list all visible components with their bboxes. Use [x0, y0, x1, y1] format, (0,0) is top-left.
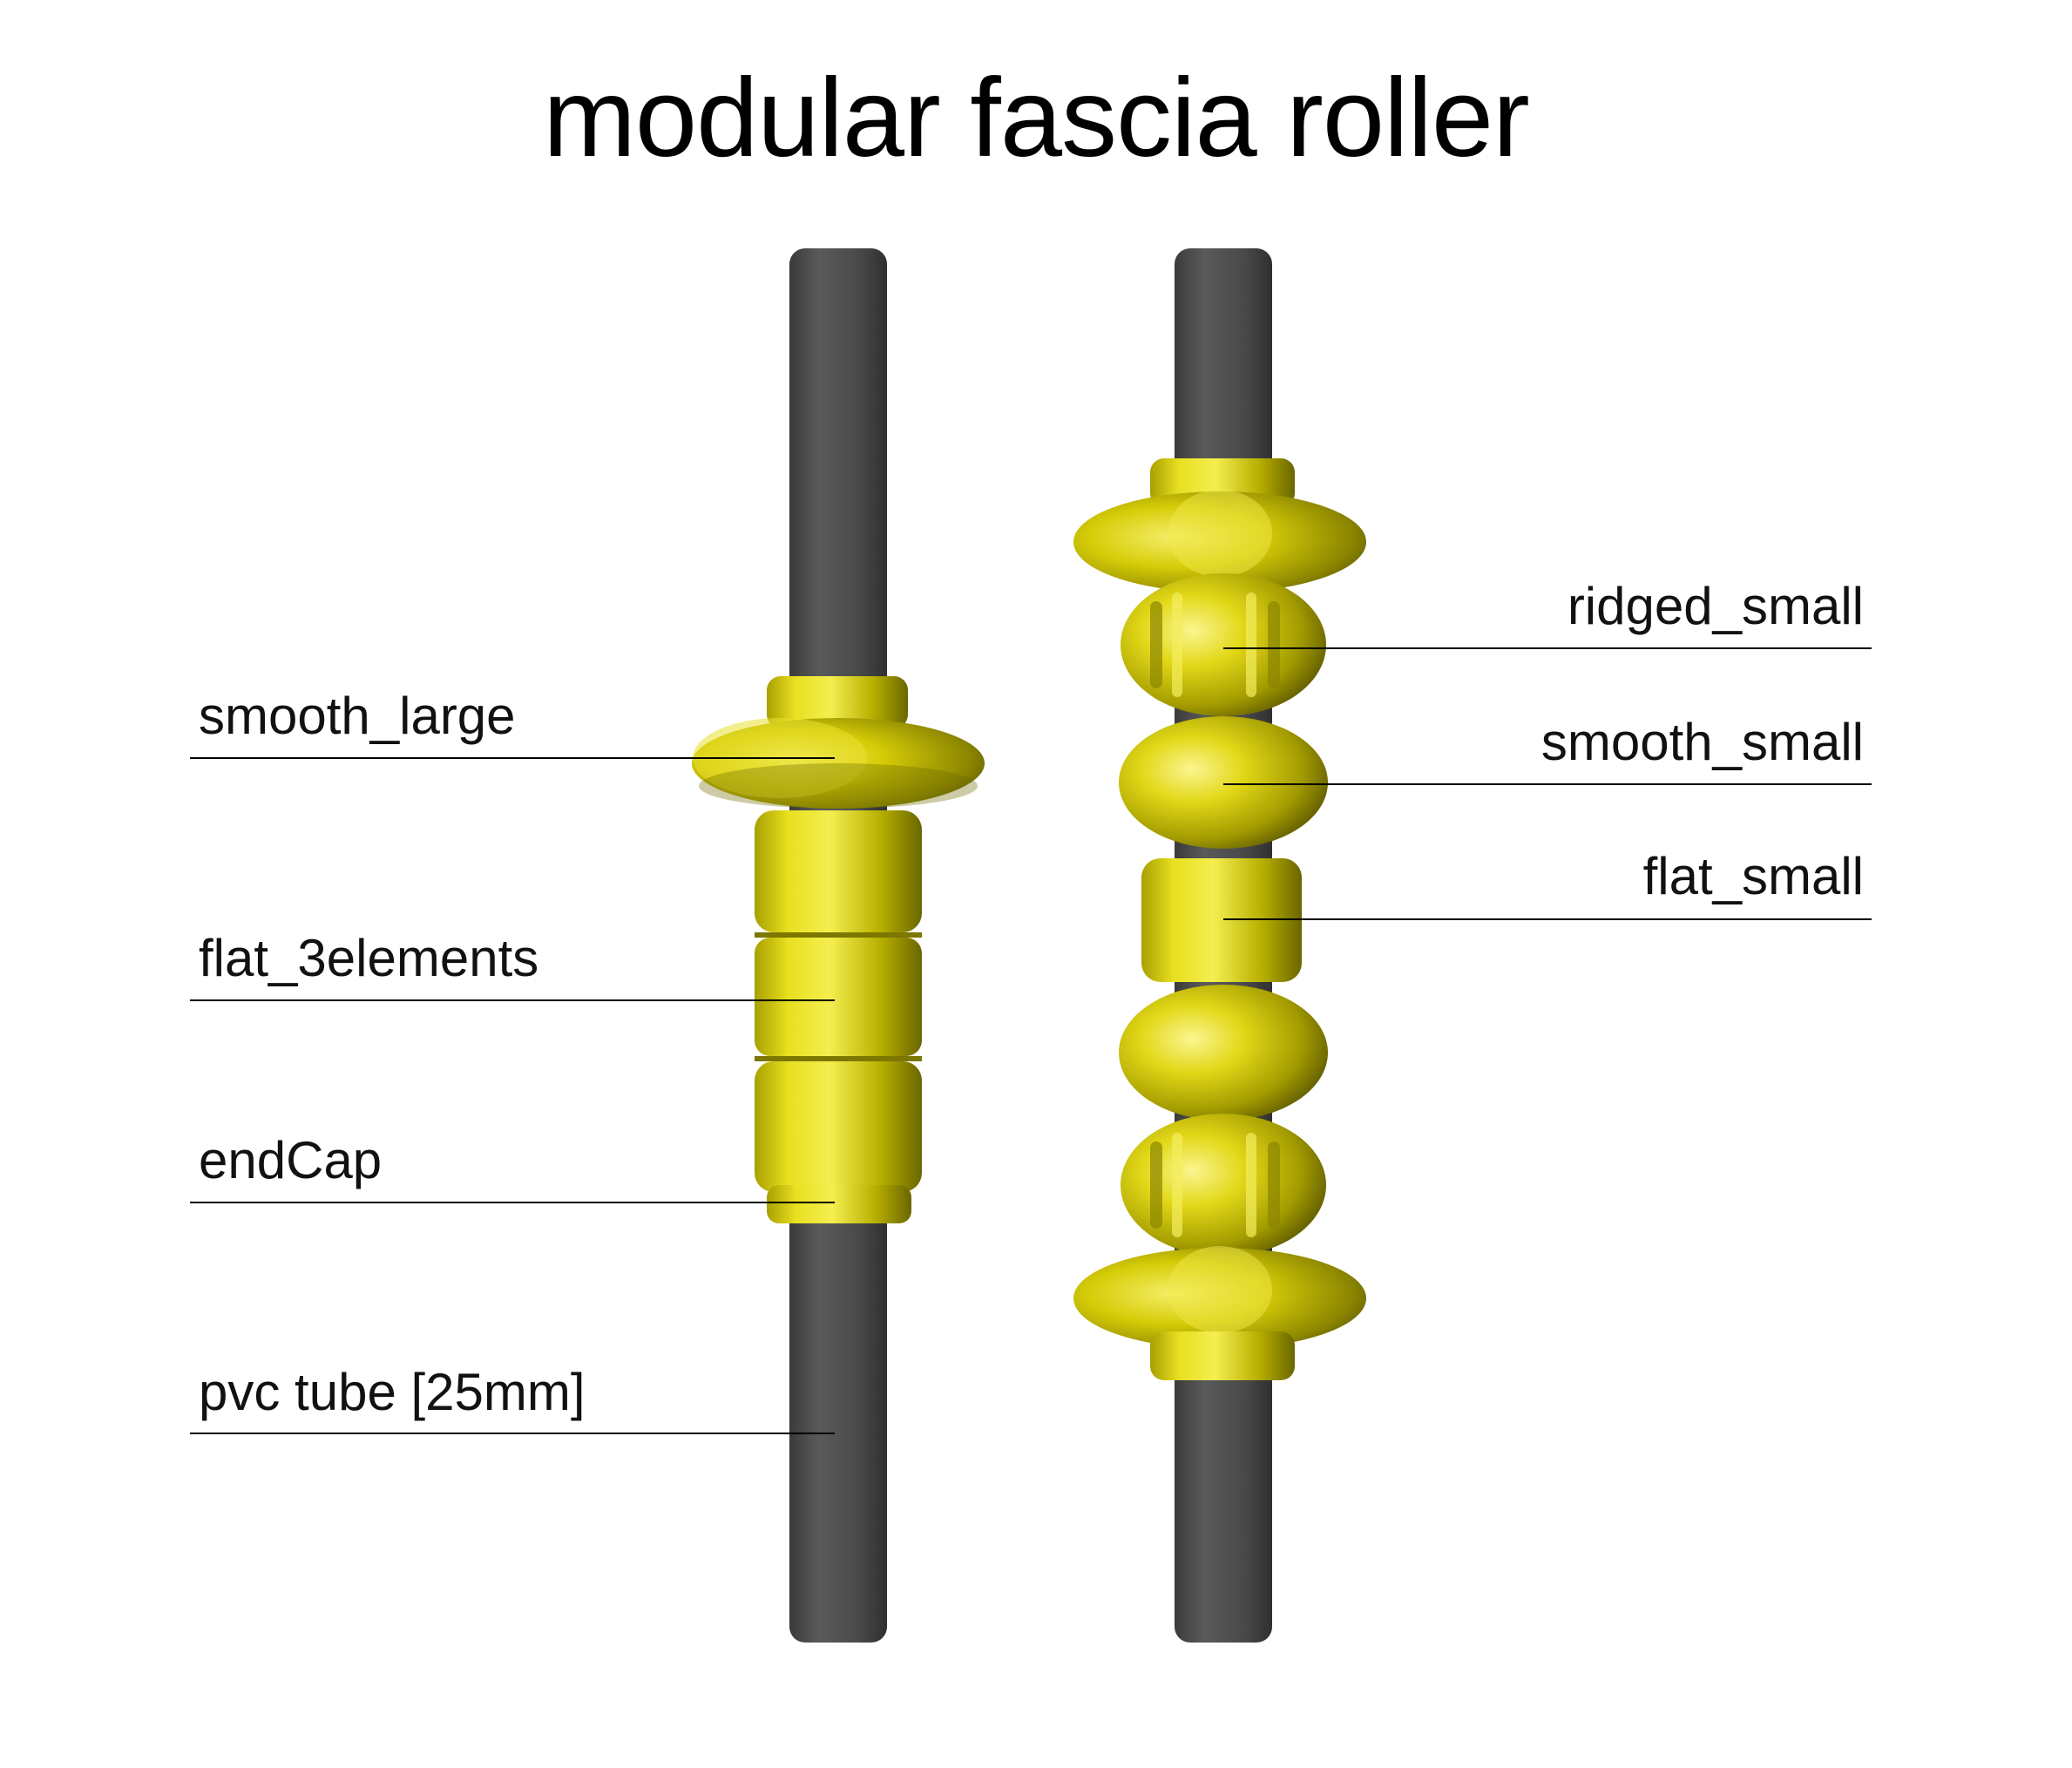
- label-ridged-small: ridged_small: [1567, 577, 1864, 635]
- right-smooth-small: [1119, 716, 1328, 849]
- left-top-endcap: [767, 676, 908, 728]
- diagram-title: modular fascia roller: [543, 56, 1529, 180]
- left-flat-3elements: [755, 810, 922, 1192]
- right-bottom-endcap: [1150, 1331, 1295, 1380]
- right-bottom-disc: [1073, 1246, 1366, 1349]
- label-flat-3elements: flat_3elements: [199, 929, 539, 987]
- label-smooth-small: smooth_small: [1540, 713, 1864, 771]
- left-smooth-large: [692, 718, 985, 809]
- right-smooth-small-2: [1119, 985, 1328, 1121]
- right-top-disc: [1073, 490, 1366, 593]
- right-ridged-small-2: [1121, 1114, 1326, 1257]
- label-smooth-large: smooth_large: [199, 687, 516, 745]
- leader-lines: [190, 647, 1872, 1434]
- left-bottom-endcap: [767, 1185, 911, 1223]
- right-ridged-small: [1121, 573, 1326, 716]
- right-flat-small: [1141, 858, 1302, 982]
- label-flat-small: flat_small: [1642, 847, 1864, 905]
- label-endcap: endCap: [199, 1131, 383, 1189]
- right-roller: [1073, 248, 1366, 1643]
- label-pvc-tube: pvc tube [25mm]: [199, 1363, 586, 1421]
